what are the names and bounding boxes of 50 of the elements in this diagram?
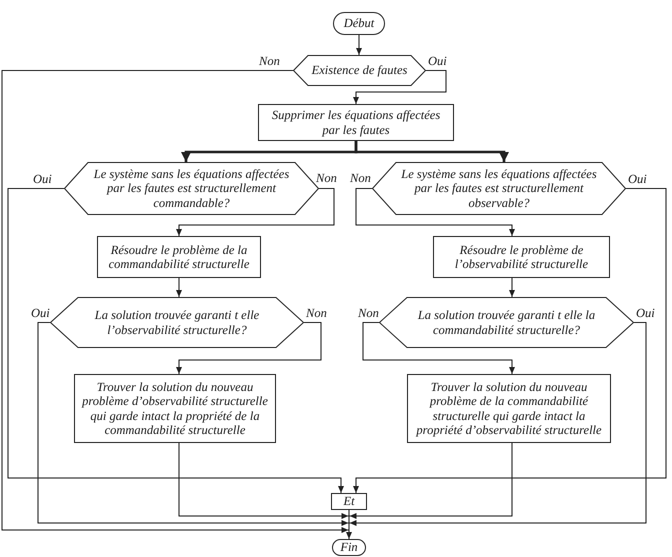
question-text: La solution trouvée garanti t elle l’observabilité structurelle?: [94, 308, 260, 337]
edge-label: Oui: [33, 173, 52, 186]
arrow: [362, 322, 515, 374]
process-box: [331, 493, 367, 510]
edge-label: Oui: [428, 55, 447, 68]
arrow: [346, 510, 352, 540]
arrow: [353, 188, 666, 494]
process-box: [74, 374, 276, 443]
process-box: [407, 374, 611, 443]
process-box: [433, 236, 610, 278]
arrow: [8, 188, 344, 494]
arrow: [176, 322, 322, 374]
edge-label: Non: [358, 307, 379, 320]
edge-label: Oui: [628, 173, 647, 186]
decision-hexagon: [379, 297, 634, 348]
decision-hexagon: [50, 297, 304, 348]
edge-label: Non: [316, 172, 337, 185]
terminal-label: Fin: [340, 540, 358, 555]
arrow: [176, 278, 182, 298]
arrow: [356, 188, 515, 236]
arrow: [354, 141, 509, 162]
arrow: [349, 442, 512, 519]
question-text: Existence de fautes: [310, 63, 408, 78]
step-text: Trouver la solution du nouveau problème de la commandabilité structurelle qui garde intact la propriété d’observabilité structurelle: [414, 380, 603, 438]
edge-label: Non: [306, 307, 327, 320]
process-box: [97, 236, 261, 278]
question-text: Le système sans les équations affectées par les fautes est structurellement observable?: [400, 166, 598, 210]
arrow: [509, 278, 515, 298]
edge-label: Oui: [31, 307, 50, 320]
question-text: La solution trouvée garanti t elle la commandabilité structurelle?: [416, 308, 596, 337]
decision-hexagon: [372, 162, 626, 215]
edge-label: Non: [350, 172, 371, 185]
arrow: [353, 70, 446, 104]
decision-hexagon: [293, 55, 426, 86]
arrow: [178, 442, 349, 519]
step-text: Trouver la solution du nouveau problème d’observabilité structurelle qui garde intact la propriété de la commandabilité structurelle: [80, 380, 269, 438]
step-text: Résoudre le problème de la commandabilité structurelle: [108, 242, 250, 272]
question-text: Le système sans les équations affectées par les fautes est structurellement commandable?: [92, 166, 290, 210]
terminal-label: Début: [344, 16, 374, 31]
arrow: [356, 34, 362, 56]
edge-label: Oui: [636, 307, 655, 320]
step-text: Et: [343, 494, 355, 509]
arrow: [38, 322, 349, 526]
edge-label: Non: [259, 55, 280, 68]
step-text: Résoudre le problème de l’observabilité structurelle: [454, 242, 590, 272]
arrow: [176, 188, 334, 236]
step-text: Supprimer les équations affectées par les fautes: [270, 108, 442, 137]
process-box: [258, 104, 454, 141]
arrow: [2, 70, 349, 533]
arrow: [349, 322, 646, 526]
